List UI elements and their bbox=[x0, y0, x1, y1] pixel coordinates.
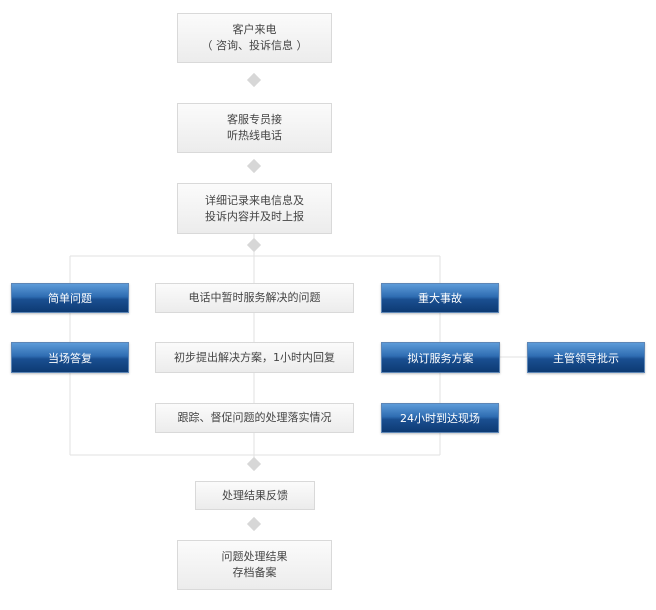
node-agent-answer-line2: 听热线电话 bbox=[227, 129, 282, 142]
node-supervisor-approval: 主管领导批示 bbox=[527, 342, 645, 373]
node-feedback: 处理结果反馈 bbox=[195, 481, 315, 510]
node-archive: 问题处理结果 存档备案 bbox=[177, 540, 332, 590]
node-track-followup: 跟踪、督促问题的处理落实情况 bbox=[155, 403, 354, 433]
node-major-incident: 重大事故 bbox=[381, 283, 499, 313]
node-archive-line2: 存档备案 bbox=[232, 566, 277, 579]
node-answer-on-spot: 当场答复 bbox=[11, 342, 129, 373]
node-record-info-line2: 投诉内容并及时上报 bbox=[205, 209, 304, 223]
node-customer-call-line1: 客户来电 bbox=[232, 23, 277, 36]
node-record-info: 详细记录来电信息及 投诉内容并及时上报 bbox=[177, 183, 332, 234]
node-propose-solution: 初步提出解决方案，1小时内回复 bbox=[155, 342, 354, 373]
node-onsite-24h: 24小时到达现场 bbox=[381, 403, 499, 433]
node-phone-resolve: 电话中暂时服务解决的问题 bbox=[155, 283, 354, 313]
node-customer-call-line2: （ 咨询、投诉信息 ） bbox=[201, 39, 308, 52]
node-draft-plan: 拟订服务方案 bbox=[381, 342, 500, 373]
node-agent-answer: 客服专员接 听热线电话 bbox=[177, 103, 332, 153]
node-customer-call: 客户来电 （ 咨询、投诉信息 ） bbox=[177, 13, 332, 63]
node-agent-answer-line1: 客服专员接 bbox=[227, 113, 282, 126]
node-archive-line1: 问题处理结果 bbox=[221, 550, 288, 563]
node-record-info-line1: 详细记录来电信息及 bbox=[205, 193, 304, 207]
node-simple-issue: 简单问题 bbox=[11, 283, 129, 313]
